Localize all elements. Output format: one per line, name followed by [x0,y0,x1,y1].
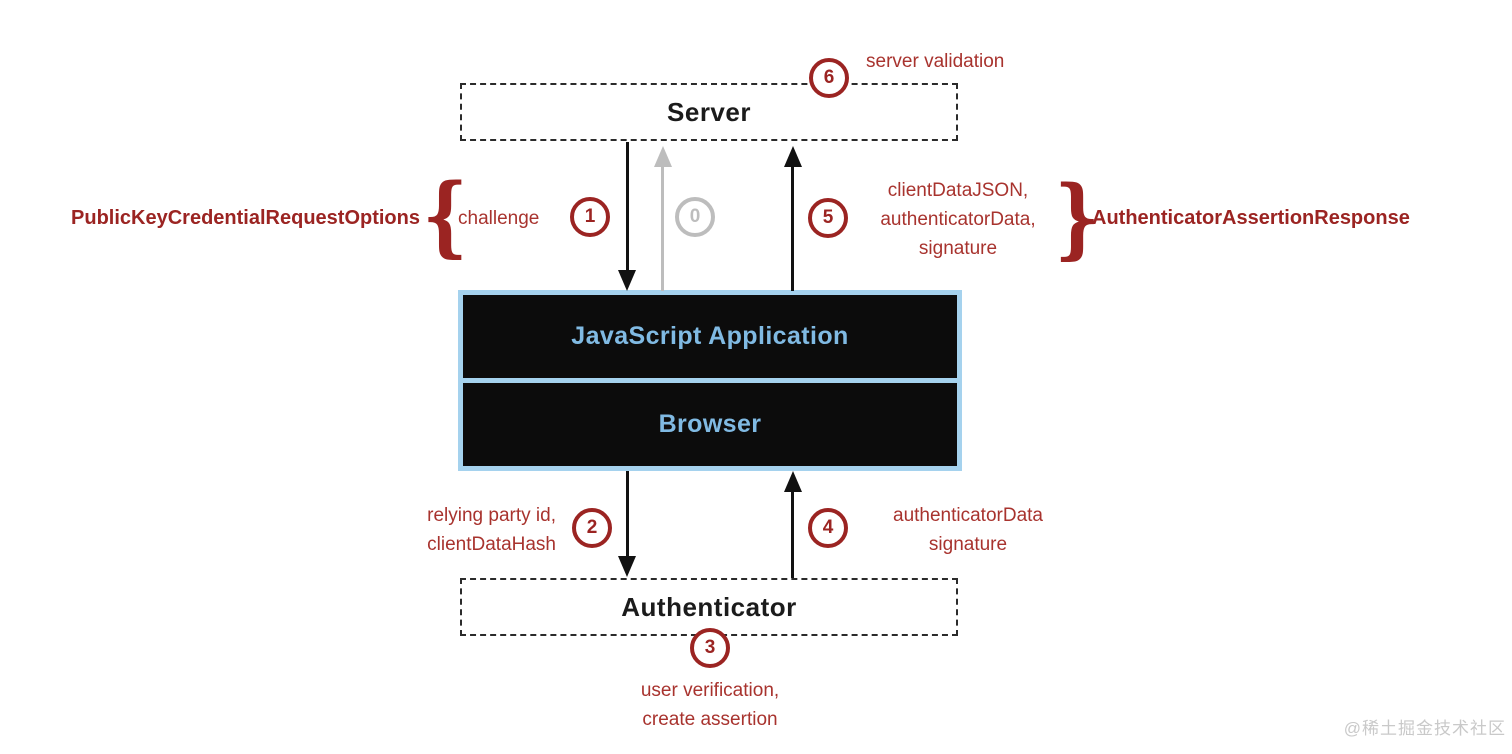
arrow-step0-app-to-server-head [654,146,672,167]
user-verification-labels: user verification, create assertion [610,676,810,734]
authenticatordata-signature-labels: authenticatorData signature [868,501,1068,559]
relying-party-labels: relying party id, clientDataHash [362,501,556,559]
step-badge-2: 2 [572,508,612,548]
step-badge-1: 1 [570,197,610,237]
step-badge-3: 3 [690,628,730,668]
arrow-step2-browser-to-authenticator-line [626,471,629,558]
arrow-step1-server-to-app-head [618,270,636,291]
step-badge-5: 5 [808,198,848,238]
step-badge-6: 6 [809,58,849,98]
watermark: @稀土掘金技术社区 [1343,719,1506,738]
left-brace: { [422,165,468,268]
arrow-step4-authenticator-to-browser-head [784,471,802,492]
assertion-response-fields: clientDataJSON, authenticatorData, signa… [858,176,1058,263]
js-application-node: JavaScript Application [463,295,957,378]
arrow-step5-app-to-server-line [791,165,794,291]
create-assertion-label: create assertion [642,709,778,730]
server-node: Server [460,83,958,141]
arrow-step0-app-to-server-line [661,165,664,291]
js-application-title: JavaScript Application [571,322,849,350]
clientdatahash-label: clientDataHash [427,534,556,555]
arrow-step2-browser-to-authenticator-head [618,556,636,577]
relying-party-id-label: relying party id, [427,505,556,526]
publickeycredentialrequestoptions-label: PublicKeyCredentialRequestOptions [71,207,420,229]
clientdatajson-label: clientDataJSON, [887,180,1029,201]
authenticatordata-label: authenticatorData, [880,209,1036,230]
signature-return-label: signature [928,534,1008,555]
arrow-step4-authenticator-to-browser-line [791,490,794,578]
challenge-label: challenge [458,208,540,229]
authenticator-node-title: Authenticator [621,591,797,622]
arrow-step5-app-to-server-head [784,146,802,167]
right-brace: } [1054,167,1100,270]
step-badge-4: 4 [808,508,848,548]
authenticatordata-return-label: authenticatorData [893,505,1043,526]
client-stack: JavaScript Application Browser [458,290,962,471]
browser-title: Browser [658,410,762,438]
browser-node: Browser [463,383,957,466]
signature-label: signature [918,238,998,259]
arrow-step1-server-to-app-line [626,142,629,272]
user-verification-label: user verification, [640,680,780,701]
step-badge-0: 0 [675,197,715,237]
authenticatorassertionresponse-label: AuthenticatorAssertionResponse [1092,207,1410,229]
server-node-title: Server [667,96,751,127]
server-validation-label: server validation [866,51,1005,72]
